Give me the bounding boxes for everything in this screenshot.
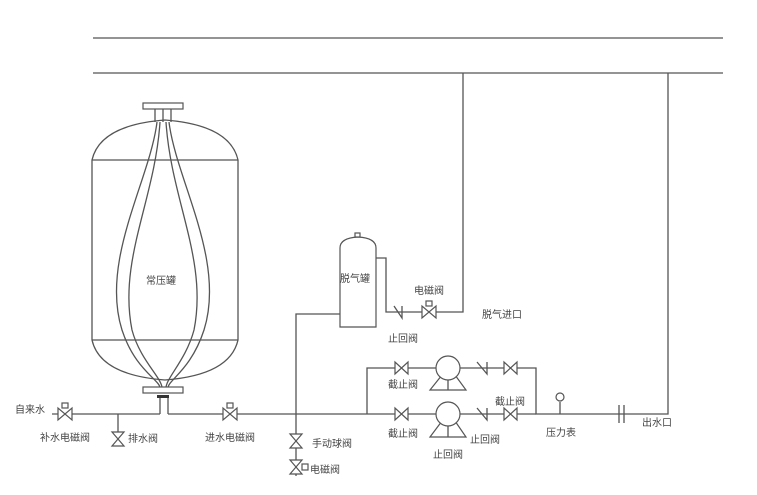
- bottom-solenoid-valve[interactable]: [288, 459, 309, 475]
- outlet-flange: [618, 405, 625, 423]
- pump-lower-group: [394, 401, 518, 438]
- tank-label: 常压罐: [146, 274, 176, 287]
- pump-upper-group: [394, 355, 518, 391]
- degas-tank-label: 脱气罐: [340, 272, 370, 285]
- stop-right-label: 截止阀: [495, 395, 525, 408]
- inlet-solenoid-label: 进水电磁阀: [205, 431, 255, 444]
- tap-water-label: 自来水: [15, 403, 45, 416]
- top-flange: [142, 102, 184, 110]
- degas-check-label: 止回阀: [388, 332, 418, 345]
- bottom-flange: [142, 386, 184, 394]
- makeup-solenoid-valve[interactable]: [57, 402, 73, 422]
- manual-ball-valve[interactable]: [288, 433, 304, 449]
- degas-solenoid-label: 电磁阀: [414, 284, 444, 297]
- pressure-gauge-label: 压力表: [546, 426, 576, 439]
- check-valve-upper[interactable]: [476, 361, 488, 376]
- manual-ball-valve-label: 手动球阀: [312, 437, 352, 450]
- degas-solenoid-valve[interactable]: [421, 300, 437, 320]
- makeup-solenoid-label: 补水电磁阀: [40, 431, 90, 444]
- inlet-solenoid-valve[interactable]: [222, 402, 238, 422]
- atmospheric-tank: [91, 102, 239, 414]
- stop-upper-label: 截止阀: [388, 378, 418, 391]
- outlet-label: 出水口: [642, 416, 672, 429]
- drain-valve-label: 排水阀: [128, 432, 158, 445]
- check-valve-lower[interactable]: [476, 407, 488, 422]
- degas-check-valve[interactable]: [393, 305, 403, 321]
- stop-valve-upper-right[interactable]: [503, 360, 518, 376]
- check-lower-right-label: 止回阀: [470, 433, 500, 446]
- drain-valve[interactable]: [110, 431, 126, 447]
- degas-inlet-label: 脱气进口: [482, 308, 522, 321]
- pump-upper[interactable]: [435, 355, 461, 381]
- check-lower-label: 止回阀: [433, 448, 463, 461]
- pump-lower[interactable]: [435, 401, 461, 427]
- stop-valve-lower[interactable]: [394, 406, 409, 422]
- stop-valve-lower-right[interactable]: [503, 406, 518, 422]
- pressure-gauge[interactable]: [555, 392, 565, 402]
- stop-lower-label: 截止阀: [388, 427, 418, 440]
- bottom-solenoid-label: 电磁阀: [310, 463, 340, 476]
- degas-tank: [339, 232, 377, 328]
- stop-valve-upper[interactable]: [394, 360, 409, 376]
